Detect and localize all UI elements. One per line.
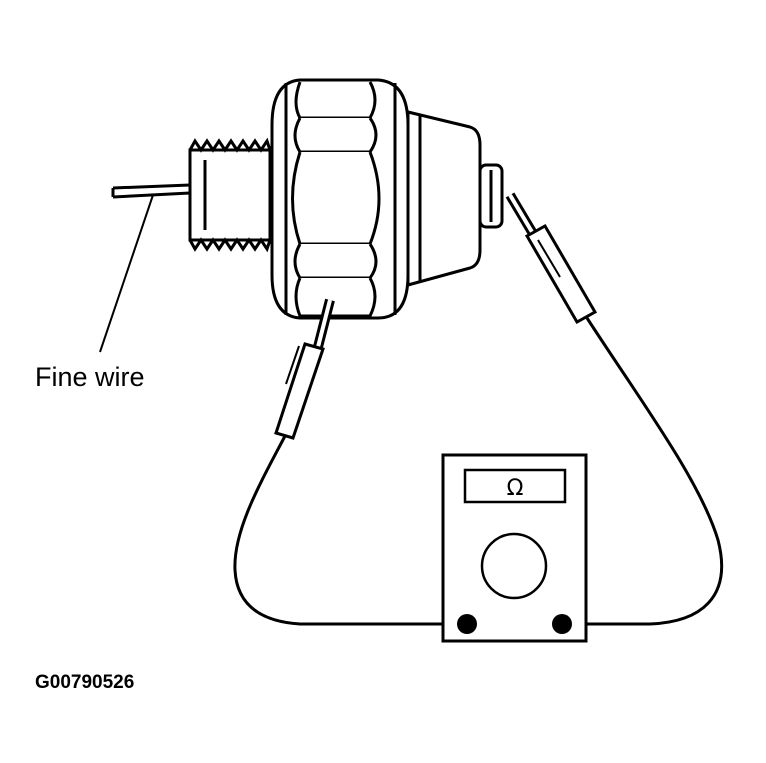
switch-cap bbox=[406, 110, 482, 287]
threaded-fitting bbox=[188, 137, 272, 253]
fine-wire bbox=[111, 183, 191, 199]
fine-wire-label: Fine wire bbox=[35, 362, 145, 392]
left-probe bbox=[274, 298, 335, 440]
switch-terminal bbox=[478, 163, 504, 229]
ohm-symbol: Ω bbox=[507, 476, 524, 501]
hex-nut bbox=[270, 78, 410, 320]
left-test-lead bbox=[233, 435, 467, 626]
ohmmeter: Ω bbox=[441, 453, 588, 643]
right-test-lead bbox=[562, 317, 724, 626]
right-probe bbox=[505, 192, 598, 325]
ohmmeter-display bbox=[463, 468, 567, 504]
figure-id-label: G00790526 bbox=[35, 672, 134, 693]
fine-wire-leader-line bbox=[99, 194, 154, 353]
ohmmeter-dial bbox=[480, 532, 548, 600]
ohmmeter-terminal-right bbox=[552, 614, 572, 634]
ohmmeter-terminal-left bbox=[457, 614, 477, 634]
